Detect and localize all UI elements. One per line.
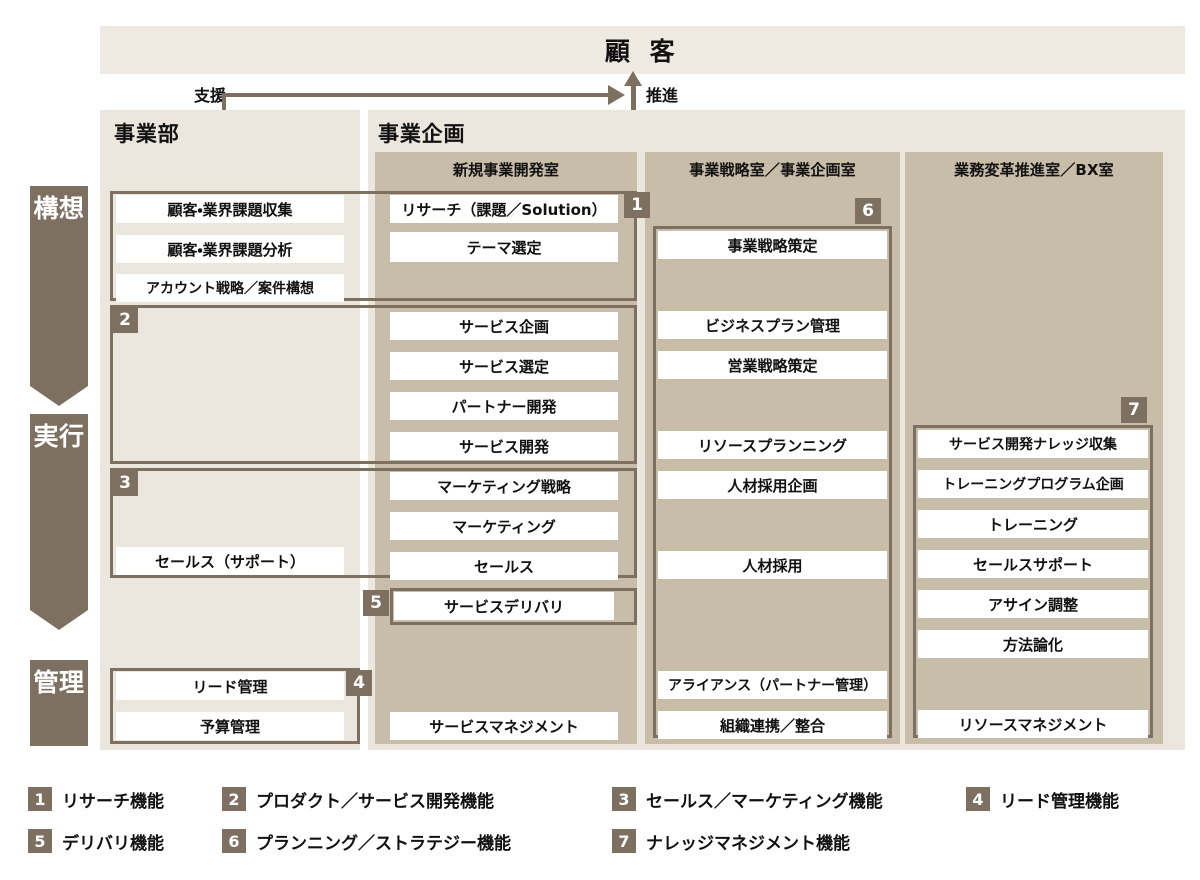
office-title-bx-office: 業務変革推進室／BX室 xyxy=(954,161,1114,179)
legend-item-6: 6 プランニング／ストラテジー機能 xyxy=(222,828,511,854)
legend-badge-2: 2 xyxy=(222,787,246,811)
task-box[interactable]: 顧客・業界課題分析 xyxy=(116,235,344,263)
legend-badge-1: 1 xyxy=(28,787,52,811)
task-box[interactable]: サービス開発ナレッジ収集 xyxy=(918,430,1148,458)
task-box[interactable]: アカウント戦略／案件構想 xyxy=(116,274,344,302)
task-box[interactable]: サービス企画 xyxy=(390,312,618,340)
legend-item-5: 5 デリバリ機能 xyxy=(28,828,164,854)
task-box[interactable]: 予算管理 xyxy=(116,712,344,740)
phase-label-management: 管理 xyxy=(33,668,85,697)
task-box[interactable]: リソースマネジメント xyxy=(918,710,1148,738)
task-box[interactable]: アライアンス（パートナー管理） xyxy=(658,671,887,699)
function-group-4-outline xyxy=(110,668,360,744)
support-arrow-head-icon xyxy=(608,85,625,105)
legend-item-2: 2 プロダクト／サービス開発機能 xyxy=(222,786,494,812)
task-box[interactable]: トレーニング xyxy=(918,510,1148,538)
support-arrow-stem xyxy=(222,93,226,114)
function-group-3-outline xyxy=(110,468,637,578)
phase-arrow-conception: 構想 xyxy=(30,186,88,386)
legend-label-4: リード管理機能 xyxy=(1000,791,1119,812)
promote-flow-label: 推進 xyxy=(646,86,679,105)
phase-arrow-tip-execution xyxy=(30,610,88,630)
task-box[interactable]: 組織連携／整合 xyxy=(658,711,887,739)
function-badge-1: 1 xyxy=(624,192,650,218)
support-flow-label: 支援 xyxy=(193,86,226,105)
phase-arrow-execution: 実行 xyxy=(30,414,88,610)
task-box[interactable]: サービス開発 xyxy=(390,432,618,460)
task-box[interactable]: リソースプランニング xyxy=(658,431,887,459)
task-box[interactable]: 事業戦略策定 xyxy=(658,231,887,259)
legend-label-5: デリバリ機能 xyxy=(62,833,164,854)
department-title-business-unit: 事業部 xyxy=(114,122,180,146)
function-group-2-outline xyxy=(110,305,637,464)
legend-item-3: 3 セールス／マーケティング機能 xyxy=(612,786,883,812)
function-badge-6: 6 xyxy=(855,198,881,224)
customer-band xyxy=(100,26,1185,74)
legend-label-7: ナレッジマネジメント機能 xyxy=(646,833,850,854)
task-box[interactable]: 営業戦略策定 xyxy=(658,351,887,379)
task-box[interactable]: サービスデリバリ xyxy=(394,592,614,620)
function-badge-4: 4 xyxy=(346,670,372,696)
task-box[interactable]: サービス選定 xyxy=(390,352,618,380)
function-group-5-outline xyxy=(390,588,637,625)
legend-badge-6: 6 xyxy=(222,829,246,853)
task-box[interactable]: セールスサポート xyxy=(918,550,1148,578)
legend-label-3: セールス／マーケティング機能 xyxy=(646,791,883,812)
legend-badge-3: 3 xyxy=(612,787,636,811)
legend-label-2: プロダクト／サービス開発機能 xyxy=(256,791,494,812)
phase-label-execution: 実行 xyxy=(33,422,85,451)
legend-item-1: 1 リサーチ機能 xyxy=(28,786,164,812)
function-group-1-outline xyxy=(110,191,637,301)
task-box[interactable]: セールス（サポート） xyxy=(116,547,344,575)
function-badge-7: 7 xyxy=(1121,397,1147,423)
legend-item-4: 4 リード管理機能 xyxy=(966,786,1119,812)
customer-title: 顧 客 xyxy=(604,37,681,66)
office-title-strategy-planning: 事業戦略室／事業企画室 xyxy=(689,161,856,179)
promote-arrow-head-icon xyxy=(624,71,642,86)
legend-badge-5: 5 xyxy=(28,829,52,853)
task-box[interactable]: リサーチ（課題／Solution） xyxy=(390,195,618,223)
task-box[interactable]: パートナー開発 xyxy=(390,392,618,420)
function-badge-5: 5 xyxy=(363,590,389,616)
task-box[interactable]: 顧客・業界課題収集 xyxy=(116,195,344,223)
office-title-new-business-dev: 新規事業開発室 xyxy=(452,161,560,179)
task-box[interactable]: トレーニングプログラム企画 xyxy=(918,470,1148,498)
task-box[interactable]: 人材採用 xyxy=(658,551,887,579)
legend-badge-4: 4 xyxy=(966,787,990,811)
function-badge-3: 3 xyxy=(112,470,138,496)
legend-item-7: 7 ナレッジマネジメント機能 xyxy=(612,828,850,854)
legend-badge-7: 7 xyxy=(612,829,636,853)
task-box[interactable]: 方法論化 xyxy=(918,630,1148,658)
task-box[interactable]: ビジネスプラン管理 xyxy=(658,311,887,339)
phase-arrow-tip-conception xyxy=(30,386,88,406)
task-box[interactable]: アサイン調整 xyxy=(918,590,1148,618)
task-box[interactable]: サービスマネジメント xyxy=(390,712,618,740)
promote-arrow-line xyxy=(631,84,636,116)
task-box[interactable]: 人材採用企画 xyxy=(658,471,887,499)
task-box[interactable]: リード管理 xyxy=(116,672,344,700)
support-arrow-line xyxy=(222,93,620,97)
function-badge-2: 2 xyxy=(112,307,138,333)
task-box[interactable]: マーケティング戦略 xyxy=(390,472,618,500)
phase-arrow-management: 管理 xyxy=(30,660,88,746)
task-box[interactable]: テーマ選定 xyxy=(390,232,618,262)
task-box[interactable]: セールス xyxy=(390,552,618,580)
department-title-business-planning: 事業企画 xyxy=(378,122,466,146)
legend-label-1: リサーチ機能 xyxy=(62,791,164,812)
legend-label-6: プランニング／ストラテジー機能 xyxy=(256,833,511,854)
task-box[interactable]: マーケティング xyxy=(390,512,618,540)
phase-label-conception: 構想 xyxy=(33,194,85,223)
